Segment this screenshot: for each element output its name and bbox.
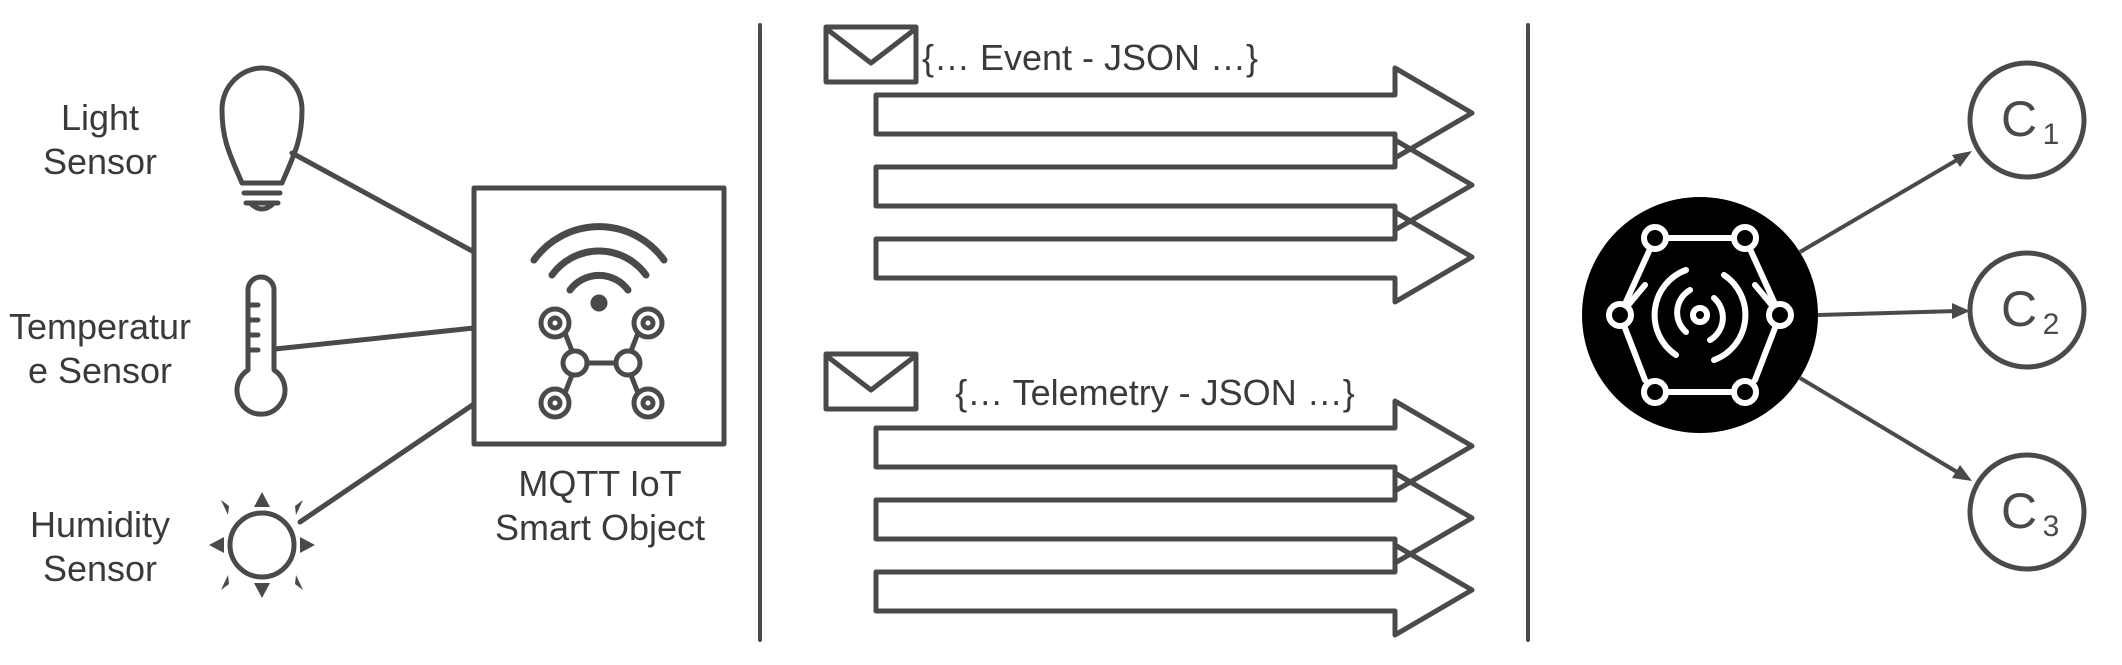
event-json-label: {… Event - JSON …}	[922, 37, 1258, 78]
svg-text:2: 2	[2043, 308, 2060, 341]
telemetry-arrow	[873, 398, 1475, 494]
telemetry-arrow	[873, 542, 1475, 638]
consumer-2-arrow	[1817, 309, 1959, 317]
humidity-sensor-label: Humidity Sensor	[29, 504, 171, 589]
telemetry-json-label: {… Telemetry - JSON …}	[955, 372, 1354, 413]
event-arrow	[873, 137, 1475, 233]
smart-object-box	[471, 185, 727, 447]
temperature-sensor-label: Temperatur e Sensor	[8, 306, 192, 391]
humidity-connection-line	[297, 401, 477, 525]
consumer-1: C 1	[1967, 60, 2087, 180]
consumer-1-arrow	[1798, 155, 1964, 254]
consumer-3: C 3	[1967, 452, 2087, 572]
light-sensor-label: Light Sensor	[42, 97, 158, 182]
broker-network-icon	[1582, 197, 1818, 433]
consumer-3-arrow	[1798, 376, 1964, 477]
svg-text:C: C	[2001, 483, 2037, 539]
sun-icon	[209, 492, 315, 598]
lightbulb-icon	[219, 65, 305, 212]
svg-text:3: 3	[2043, 510, 2060, 543]
event-arrow	[873, 209, 1475, 305]
wifi-drone-icon	[530, 223, 668, 420]
temperature-connection-line	[272, 325, 477, 352]
event-arrow	[873, 65, 1475, 161]
smart-object-label: MQTT IoT Smart Object	[494, 463, 706, 548]
thermometer-icon	[234, 274, 288, 417]
telemetry-envelope-icon	[823, 351, 919, 412]
event-envelope-icon	[823, 24, 919, 85]
svg-text:C: C	[2001, 91, 2037, 147]
light-connection-line	[289, 150, 477, 255]
svg-text:C: C	[2001, 281, 2037, 337]
consumer-2: C 2	[1967, 250, 2087, 370]
svg-text:1: 1	[2043, 118, 2060, 151]
telemetry-arrow	[873, 470, 1475, 566]
